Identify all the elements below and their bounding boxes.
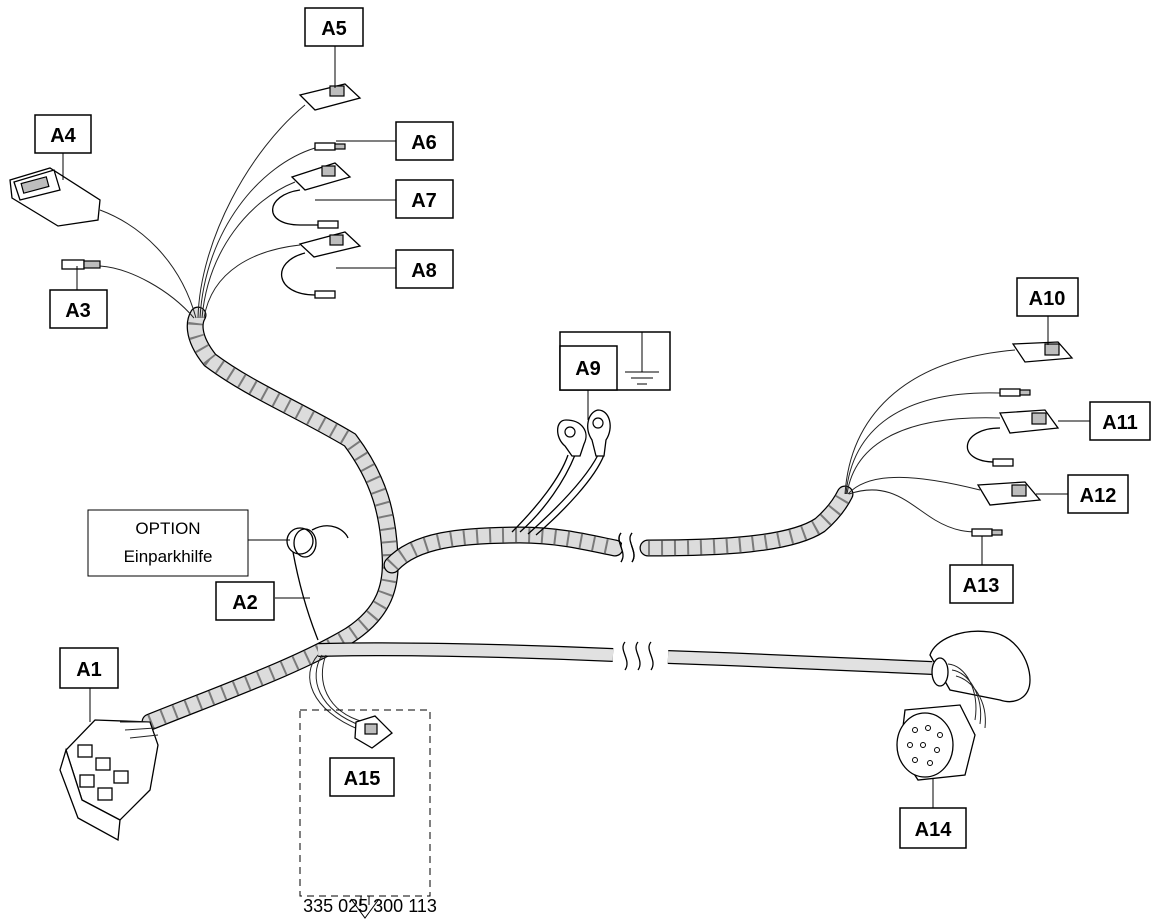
- label-a8: A8: [411, 260, 437, 282]
- label-box-a2: A2: [215, 581, 275, 621]
- part-number: 335 025 300 113: [303, 896, 437, 916]
- label-a15: A15: [344, 768, 381, 790]
- connector-a1: [59, 719, 159, 842]
- socket-a14: [896, 630, 1031, 781]
- harness-break-mark: [618, 532, 635, 563]
- option-wire-coil: [286, 525, 349, 641]
- connector-a11: [992, 388, 1060, 467]
- label-a2: A2: [232, 592, 258, 614]
- label-a12: A12: [1080, 485, 1117, 507]
- connector-a13-pin: [971, 528, 1003, 537]
- label-a11: A11: [1102, 412, 1138, 434]
- connector-a5: [298, 83, 362, 111]
- label-a9: A9: [575, 358, 601, 380]
- label-a6: A6: [411, 132, 437, 154]
- connector-a4: [9, 167, 101, 227]
- label-a1: A1: [76, 659, 102, 681]
- down-arrow-icon: [350, 896, 380, 919]
- label-box-a11: A11: [1089, 401, 1151, 441]
- ground-wires: [511, 454, 605, 536]
- label-a13: A13: [963, 575, 1000, 597]
- connector-a3-pin: [61, 259, 101, 270]
- harness-trunk: [141, 306, 854, 731]
- connector-a7: [290, 162, 352, 229]
- a15-breakout-wires: [309, 654, 365, 731]
- label-box-a12: A12: [1067, 474, 1129, 514]
- a15-dashed-frame: [299, 709, 431, 897]
- label-a10: A10: [1029, 288, 1066, 310]
- label-a5: A5: [321, 18, 347, 40]
- ground-symbol-icon: [625, 332, 659, 385]
- label-box-a4: A4: [34, 114, 92, 154]
- label-box-a10: A10: [1016, 277, 1079, 317]
- label-box-a7: A7: [395, 179, 454, 219]
- right-breakout-wires: [844, 349, 1016, 533]
- label-a7: A7: [411, 190, 437, 212]
- label-box-a3: A3: [49, 289, 108, 329]
- label-a4: A4: [50, 125, 76, 147]
- label-a14: A14: [915, 819, 953, 841]
- option-label-line1: OPTION: [135, 519, 200, 538]
- label-box-a5: A5: [304, 7, 364, 47]
- connector-a12: [976, 481, 1042, 506]
- connector-a10: [1011, 341, 1074, 363]
- label-box-a6: A6: [395, 121, 454, 161]
- label-box-a15: A15: [329, 757, 395, 797]
- label-box-a1: A1: [59, 647, 119, 689]
- option-label-line2: Einparkhilfe: [124, 547, 213, 566]
- label-box-a14: A14: [899, 807, 967, 849]
- a9-ground-box: A9: [559, 331, 671, 420]
- connector-a15: [354, 715, 393, 749]
- option-label-box: OPTION Einparkhilfe: [87, 509, 249, 577]
- label-box-a8: A8: [395, 249, 454, 289]
- label-a3: A3: [65, 300, 91, 322]
- cable-to-a14: [317, 641, 933, 675]
- connector-a6-pin: [314, 142, 346, 151]
- ring-terminal-icon: [556, 409, 611, 457]
- top-breakout-wires: [99, 104, 320, 319]
- label-box-a13: A13: [949, 564, 1014, 604]
- connector-a8: [298, 231, 362, 299]
- leader-lines: [62, 46, 1090, 808]
